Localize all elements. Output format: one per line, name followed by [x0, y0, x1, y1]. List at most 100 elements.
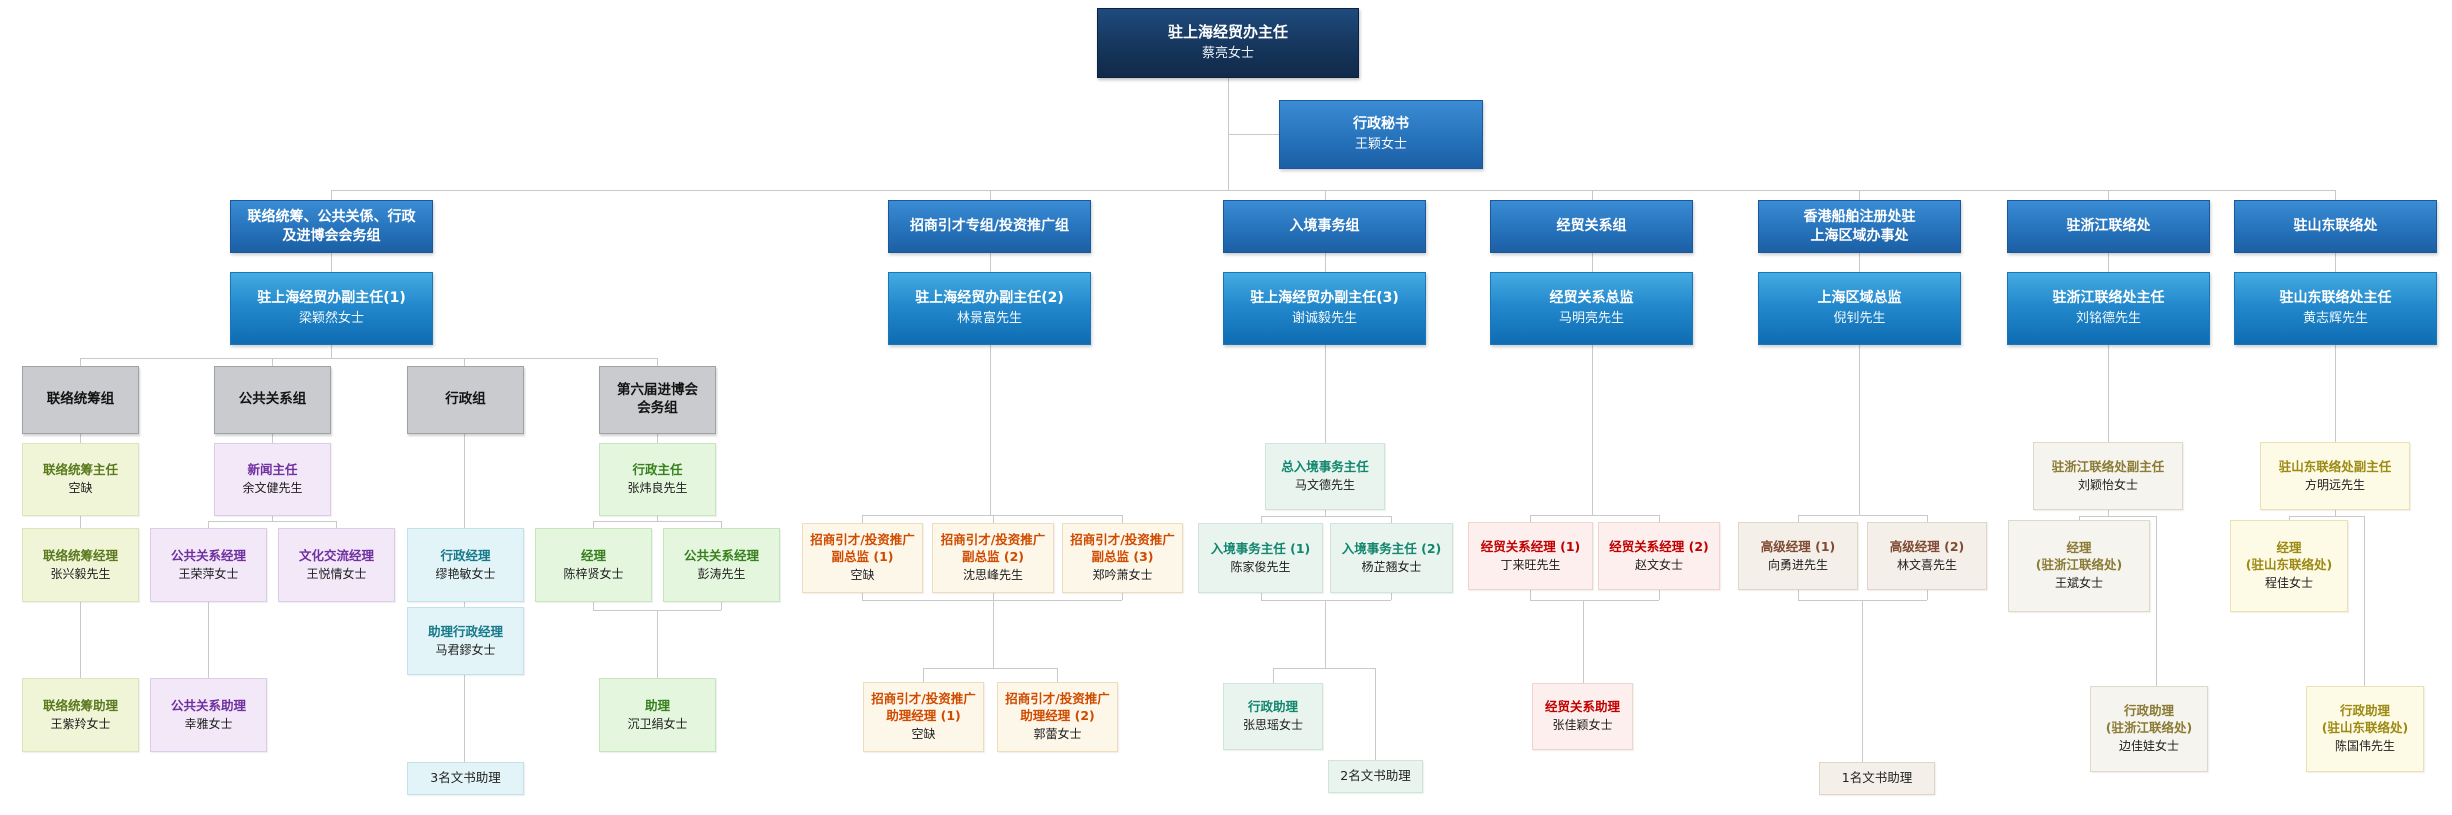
connector-line — [2335, 345, 2336, 442]
org-node-group-trade-relations: 经贸关系组 — [1490, 200, 1693, 253]
connector-line — [923, 668, 1057, 669]
connector-line — [1592, 345, 1593, 515]
org-node-admin-manager: 行政经理缪艳敏女士 — [407, 528, 524, 602]
connector-line — [993, 515, 994, 523]
connector-line — [2079, 516, 2156, 517]
connector-line — [331, 345, 332, 358]
node-person: 张思瑶女士 — [1242, 718, 1303, 733]
connector-line — [593, 521, 721, 522]
node-title: 驻上海经贸办副主任(1) — [257, 290, 406, 307]
node-title: 经贸关系总监 — [1549, 290, 1634, 307]
org-node-liaison-manager: 联络统筹经理张兴毅先生 — [22, 528, 139, 602]
org-node-group-shipping-registry: 香港船舶注册处驻 上海区域办事处 — [1758, 200, 1961, 253]
connector-line — [2335, 253, 2336, 272]
connector-line — [2108, 510, 2109, 516]
connector-line — [923, 668, 924, 682]
node-title: 3名文书助理 — [430, 770, 501, 786]
connector-line — [2108, 190, 2109, 200]
connector-line — [862, 600, 1122, 601]
connector-line — [331, 190, 332, 200]
node-person: 向勇进先生 — [1767, 557, 1828, 572]
node-person: 张炜良先生 — [627, 481, 688, 496]
connector-line — [1530, 515, 1659, 516]
connector-line — [1261, 516, 1262, 523]
org-node-shanghai-regional-director: 上海区域总监倪钊先生 — [1758, 272, 1961, 345]
org-node-group-investment: 招商引才专组/投资推广组 — [888, 200, 1091, 253]
connector-line — [1659, 515, 1660, 522]
connector-line — [80, 602, 81, 678]
org-node-immigration-officer-1: 入境事务主任 (1)陈家俊先生 — [1198, 523, 1323, 593]
org-node-invest-deputy-director-3: 招商引才/投资推广 副总监 (3)郑吟萧女士 — [1062, 523, 1183, 593]
connector-line — [657, 610, 658, 678]
node-title: 入境事务组 — [1289, 218, 1360, 235]
connector-line — [2108, 253, 2109, 272]
connector-line — [1530, 590, 1531, 600]
node-person: 方明远先生 — [2304, 477, 2365, 492]
node-title: 公共关系经理 — [683, 547, 759, 563]
node-title: 驻山东联络处主任 — [2279, 290, 2392, 307]
node-title: 经理 — [580, 547, 606, 563]
connector-line — [1859, 190, 1860, 200]
node-person: 边佳娃女士 — [2118, 738, 2179, 753]
node-title: 招商引才专组/投资推广组 — [909, 218, 1070, 235]
connector-line — [1273, 668, 1274, 683]
node-title: 经贸关系经理 (2) — [1609, 538, 1709, 554]
node-person: 王悦情女士 — [306, 566, 367, 581]
connector-line — [1228, 134, 1279, 135]
org-node-clerical-assistants-1: 1名文书助理 — [1819, 762, 1935, 795]
connector-line — [990, 190, 991, 200]
node-person: 马文德先生 — [1294, 478, 1355, 493]
connector-line — [2156, 516, 2157, 686]
org-node-immigration-admin-assistant: 行政助理张思瑶女士 — [1223, 683, 1323, 750]
node-person: 彭涛先生 — [697, 566, 746, 581]
org-node-deputy-director-2: 驻上海经贸办副主任(2)林景富先生 — [888, 272, 1091, 345]
node-title: 公共关系助理 — [170, 697, 246, 713]
org-node-trade-relations-manager-1: 经贸关系经理 (1)丁来旺先生 — [1468, 522, 1593, 590]
node-person: 幸雅女士 — [184, 716, 233, 731]
org-node-shandong-liaison-head: 驻山东联络处主任黄志辉先生 — [2234, 272, 2437, 345]
node-title: 高级经理 (2) — [1889, 538, 1965, 554]
org-node-trade-relations-director: 经贸关系总监马明亮先生 — [1490, 272, 1693, 345]
org-node-invest-deputy-director-1: 招商引才/投资推广 副总监 (1)空缺 — [802, 523, 923, 593]
org-node-invest-deputy-director-2: 招商引才/投资推广 副总监 (2)沈思峰先生 — [932, 523, 1054, 593]
connector-line — [1261, 593, 1262, 600]
org-node-expo-manager: 经理陈梓贤女士 — [535, 528, 652, 602]
node-person: 杨芷翘女士 — [1361, 559, 1422, 574]
node-person: 倪钊先生 — [1833, 310, 1886, 326]
connector-line — [593, 602, 594, 610]
org-node-senior-manager-1: 高级经理 (1)向勇进先生 — [1738, 522, 1858, 590]
connector-line — [990, 345, 991, 515]
connector-line — [1530, 515, 1531, 522]
node-title: 招商引才/投资推广 副总监 (2) — [940, 532, 1046, 564]
node-person: 梁颖然女士 — [298, 310, 364, 326]
node-person: 黄志辉先生 — [2302, 310, 2368, 326]
org-node-deputy-director-1: 驻上海经贸办副主任(1) 梁颖然女士 — [230, 272, 433, 345]
node-title: 招商引才/投资推广 副总监 (1) — [810, 532, 915, 564]
connector-line — [1592, 190, 1593, 200]
node-person: 林文喜先生 — [1896, 557, 1957, 572]
org-node-senior-manager-2: 高级经理 (2) 林文喜先生 — [1867, 522, 1987, 590]
connector-line — [593, 521, 594, 528]
org-node-invest-assistant-manager-2: 招商引才/投资推广 助理经理 (2)郭蕾女士 — [997, 682, 1118, 752]
org-node-trade-relations-manager-2: 经贸关系经理 (2)赵文女士 — [1598, 522, 1720, 590]
org-node-director: 驻上海经贸办主任蔡亮女士 — [1097, 8, 1359, 78]
node-title: 驻山东联络处副主任 — [2278, 458, 2392, 474]
org-node-clerical-assistants-2: 2名文书助理 — [1328, 760, 1423, 793]
node-title: 经贸关系助理 — [1544, 699, 1620, 715]
node-title: 驻上海经贸办主任 — [1167, 23, 1288, 42]
org-node-liaison-head: 联络统筹主任空缺 — [22, 443, 139, 516]
node-person: 缪艳敏女士 — [435, 566, 496, 581]
node-person: 谢诚毅先生 — [1291, 310, 1357, 326]
connector-line — [1325, 510, 1326, 516]
org-node-section-admin: 行政组 — [407, 366, 524, 434]
node-person: 郭蕾女士 — [1033, 726, 1082, 741]
connector-line — [2108, 345, 2109, 442]
node-person: 陈国伟先生 — [2334, 738, 2395, 753]
connector-line — [208, 521, 209, 528]
node-person: 王紫羚女士 — [50, 716, 111, 731]
org-node-zhejiang-deputy-head: 驻浙江联络处副主任刘颖怡女士 — [2033, 442, 2183, 510]
node-title: 行政组 — [445, 391, 486, 408]
node-person: 王荣萍女士 — [178, 566, 239, 581]
connector-line — [2289, 516, 2290, 520]
node-title: 总入境事务主任 — [1281, 459, 1369, 475]
